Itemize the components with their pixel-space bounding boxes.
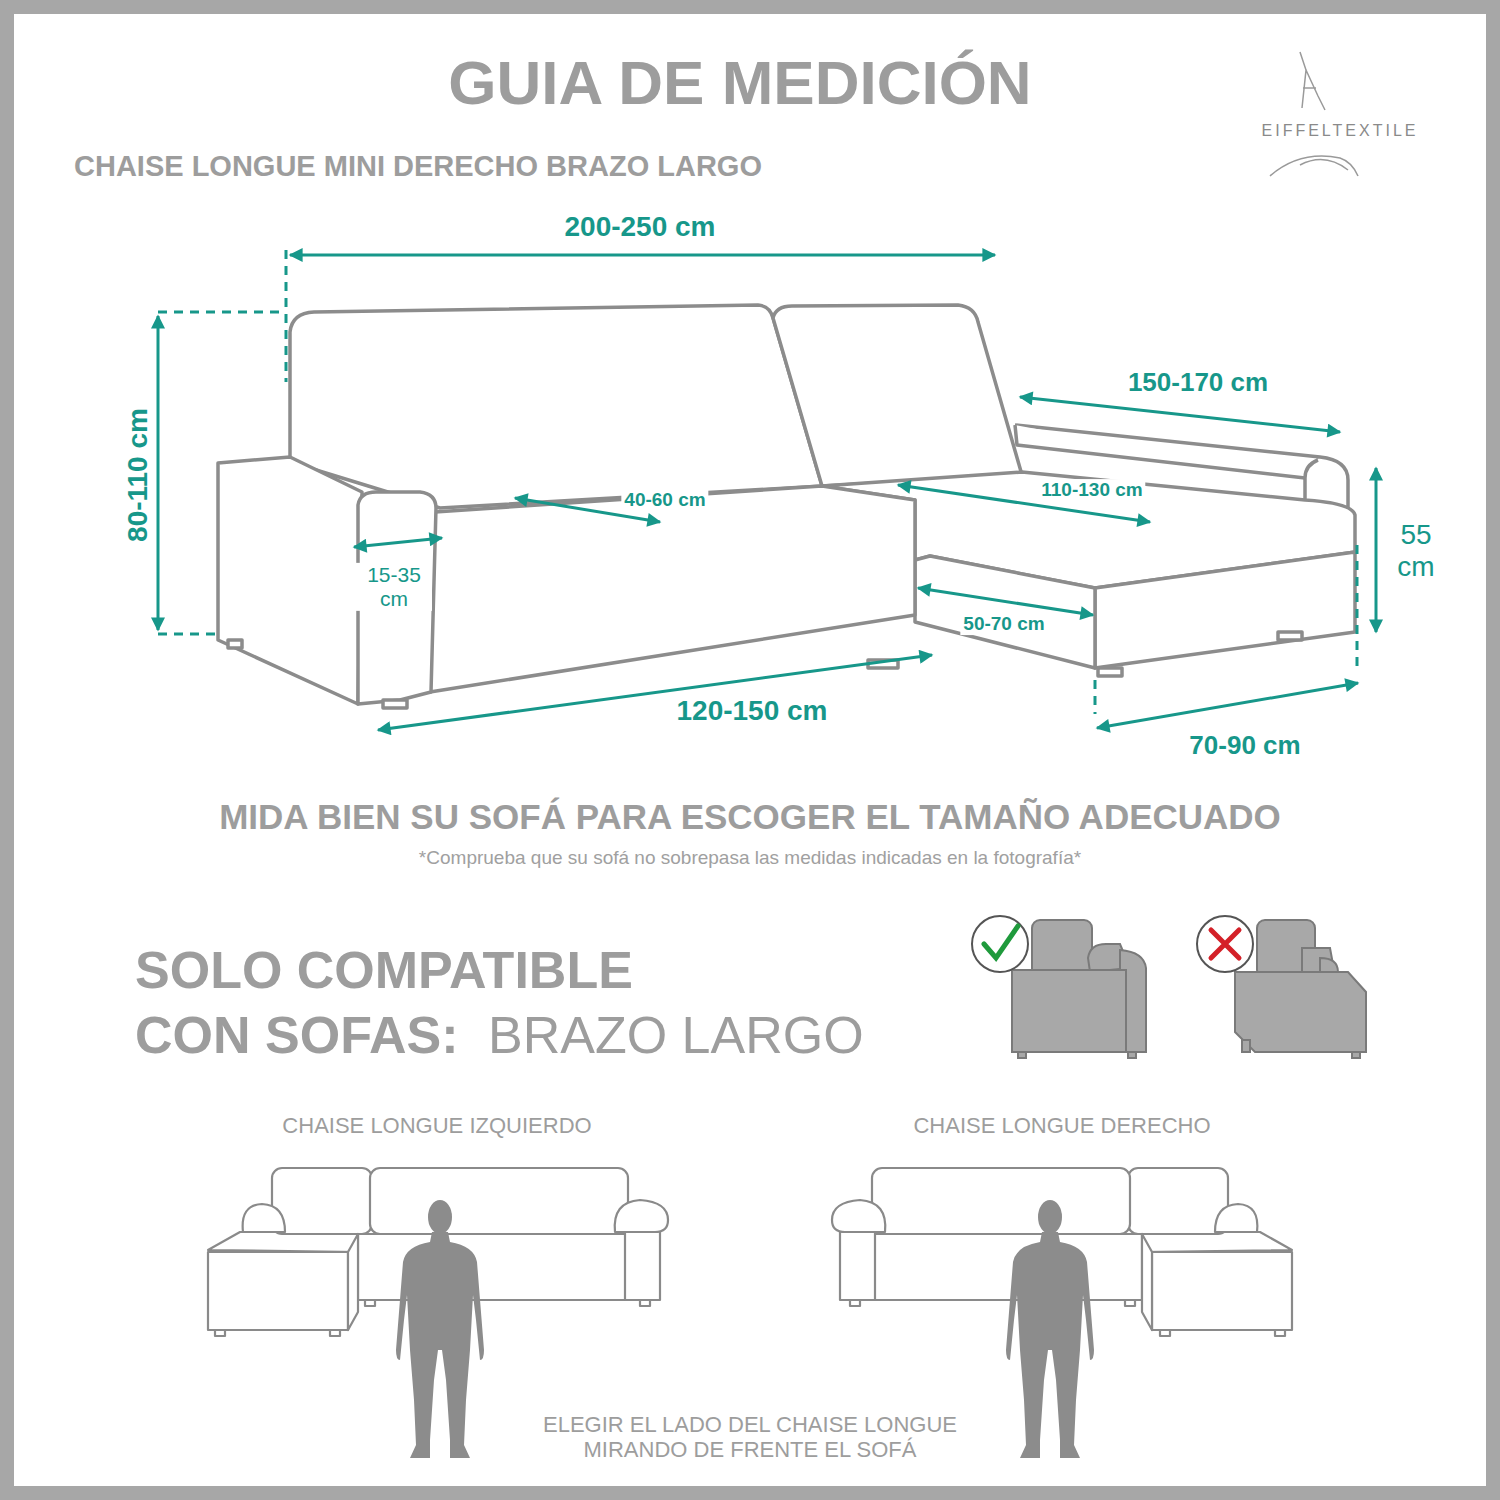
dimension: 80-110 cm [122, 408, 154, 542]
compatibility-type: BRAZO LARGO [488, 1003, 864, 1068]
instruction: ELEGIR EL LADO DEL CHAISE LONGUE MIRANDO… [510, 1412, 990, 1463]
variant-name: CHAISE LONGUE DERECHO [913, 1113, 1210, 1138]
brand-name: EIFFELTEXTILE [1262, 122, 1419, 140]
note: *Comprueba que su sofá no sobrepasa las … [419, 847, 1081, 869]
dimension: 50-70 cm [960, 613, 1047, 635]
dimension: 15-35 cm [356, 563, 432, 611]
dimension: 200-250 cm [561, 211, 718, 243]
dimension: 110-130 cm [1038, 479, 1145, 501]
page-title: GUIA DE MEDICIÓN [448, 47, 1031, 118]
instruction: MIDA BIEN SU SOFÁ PARA ESCOGER EL TAMAÑO… [219, 797, 1281, 837]
dimension: 70-90 cm [1186, 731, 1303, 761]
variant-name: CHAISE LONGUE IZQUIERDO [282, 1113, 591, 1138]
dimension: 120-150 cm [673, 695, 830, 727]
dimension: 150-170 cm [1125, 368, 1271, 398]
dimension: 40-60 cm [621, 489, 708, 511]
subtitle: CHAISE LONGUE MINI DERECHO BRAZO LARGO [74, 150, 762, 183]
dimension: 55 cm [1385, 519, 1447, 583]
